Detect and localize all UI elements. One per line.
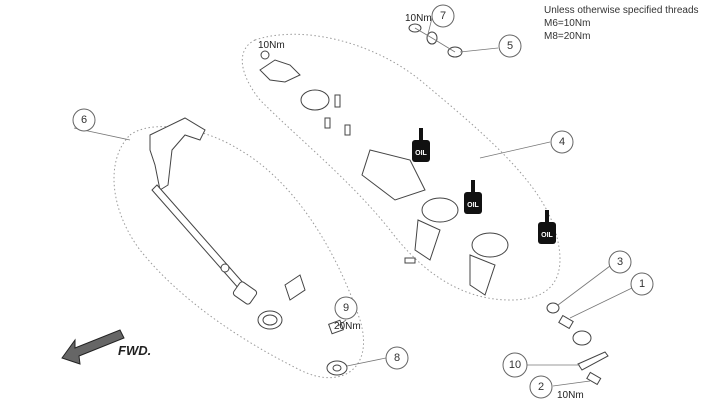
svg-text:FWD.: FWD. — [118, 343, 151, 358]
shift-drum-part — [259, 50, 509, 296]
oil-can-icon: OIL — [412, 128, 430, 162]
callout-7: 7 — [431, 4, 455, 28]
svg-text:7: 7 — [440, 10, 446, 22]
callout-9: 9 — [334, 296, 358, 320]
notes-line-3: M8=20Nm — [544, 31, 591, 42]
svg-text:6: 6 — [81, 114, 87, 126]
torque-label-7: 10Nm — [405, 13, 432, 24]
callout-6: 6 — [72, 108, 96, 132]
torque-label-2: 10Nm — [557, 390, 584, 401]
notes-line-1: Unless otherwise specified threads — [544, 5, 699, 16]
torque-label-top-cap: 10Nm — [258, 40, 285, 51]
svg-text:OIL: OIL — [467, 202, 479, 209]
svg-text:2: 2 — [538, 381, 544, 393]
callout-5: 5 — [498, 34, 522, 58]
svg-text:5: 5 — [507, 40, 513, 52]
oil-can-icon: OIL — [538, 210, 556, 244]
hardware-parts — [326, 23, 609, 386]
svg-text:8: 8 — [394, 352, 400, 364]
group-outline-shift-shaft — [113, 126, 365, 379]
callout-2: 2 — [529, 375, 553, 399]
svg-text:9: 9 — [343, 302, 349, 314]
callout-4: 4 — [550, 130, 574, 154]
svg-text:3: 3 — [617, 256, 623, 268]
svg-text:4: 4 — [559, 136, 565, 148]
forward-arrow-icon: FWD. — [61, 329, 151, 365]
leader-lines — [73, 17, 633, 387]
callout-10: 10 — [502, 352, 528, 378]
svg-text:OIL: OIL — [415, 150, 427, 157]
group-outline-shift-drum — [241, 33, 561, 301]
callout-1: 1 — [630, 272, 654, 296]
shift-shaft-part — [149, 117, 306, 330]
thread-torque-notes: Unless otherwise specified threads M6=10… — [544, 4, 699, 43]
oil-can-icon: OIL — [464, 180, 482, 214]
svg-text:1: 1 — [639, 278, 645, 290]
callout-3: 3 — [608, 250, 632, 274]
torque-label-9: 20Nm — [334, 321, 361, 332]
svg-text:10: 10 — [509, 359, 521, 371]
callout-8: 8 — [385, 346, 409, 370]
notes-line-2: M6=10Nm — [544, 18, 591, 29]
svg-text:OIL: OIL — [541, 232, 553, 239]
